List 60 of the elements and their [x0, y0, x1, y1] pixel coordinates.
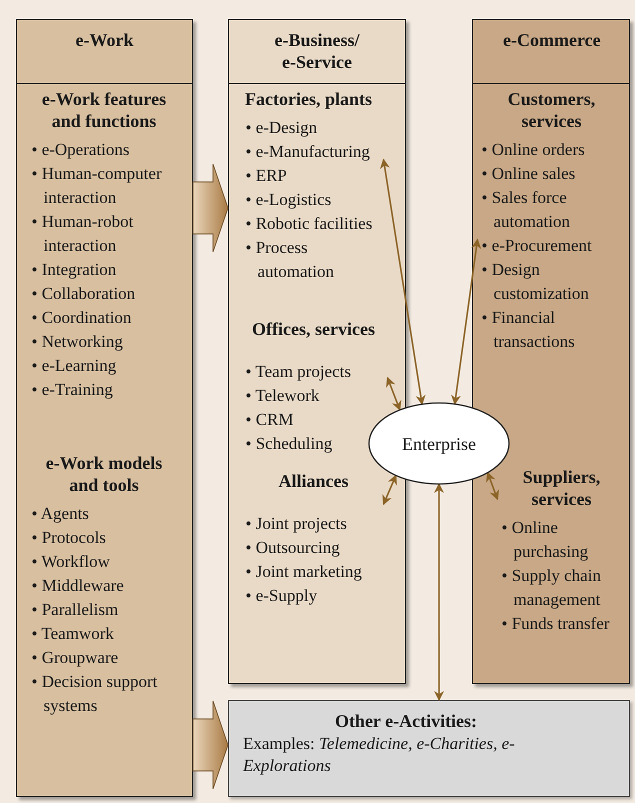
list-item: • Funds transfer [502, 612, 610, 634]
list-item: • ERP [246, 164, 288, 186]
list-item: • Design customization [482, 258, 590, 304]
node-label: Enterprise [401, 432, 477, 454]
list-item: • Scheduling [246, 432, 334, 455]
list-item: • Integration [32, 258, 118, 281]
column-header: e-Commerce [473, 20, 629, 84]
info-box [228, 700, 630, 797]
list-item: • e-Manufacturing [246, 140, 371, 163]
list-item: • Outsourcing [246, 536, 341, 559]
list-item: • Human-computer interaction [32, 162, 163, 208]
list-item: • Online sales [482, 162, 576, 184]
list-item: • Online orders [482, 138, 586, 160]
double-arrow [434, 483, 444, 701]
list-item: • e-Training [32, 378, 114, 401]
section-heading: e-Work models and tools [44, 452, 164, 496]
block-arrow [192, 164, 228, 252]
column-header: e-Work [17, 20, 192, 84]
section-heading: Alliances [278, 470, 350, 492]
section-heading: Offices, services [251, 318, 376, 340]
box-heading: Other e-Activities: [334, 710, 478, 733]
list-item: • Teamwork [32, 622, 115, 644]
column-header: e-Business/ e-Service [229, 20, 405, 84]
list-item: • Human-robot interaction [32, 210, 134, 256]
double-arrow [386, 376, 402, 411]
double-arrow [451, 238, 482, 406]
list-item: • Parallelism [32, 598, 120, 620]
list-item: • Financial transactions [482, 306, 576, 352]
list-item: • Coordination [32, 306, 132, 328]
list-item: • Joint marketing [246, 560, 363, 583]
list-item: • Protocols [32, 526, 107, 548]
list-item: • Middleware [32, 574, 125, 596]
list-item: • Collaboration [32, 282, 136, 304]
list-item: • Agents [32, 502, 90, 525]
section-heading: Factories, plants [244, 88, 373, 110]
example-text: Examples: Telemedicine, e-Charities, e-Explorations [243, 733, 516, 777]
list-item: • e-Procurement [482, 234, 593, 256]
block-arrow [192, 700, 228, 790]
list-item: • e-Operations [32, 138, 131, 161]
list-item: • Networking [32, 330, 124, 353]
list-item: • Joint projects [246, 512, 348, 535]
column-panel [16, 19, 193, 797]
double-arrow [380, 158, 426, 406]
list-item: • Team projects [246, 360, 352, 383]
list-item: • Decision support systems [32, 670, 158, 717]
list-item: • Robotic facilities [246, 212, 374, 234]
list-item: • Process automation [246, 236, 335, 282]
list-item: • e-Logistics [246, 188, 332, 211]
list-item: • Telework [246, 384, 320, 406]
section-heading: e-Work features and functions [40, 88, 168, 132]
double-arrow [486, 472, 500, 500]
list-item: • e-Design [246, 116, 318, 139]
double-arrow [382, 474, 397, 506]
section-heading: Customers, services [506, 88, 596, 132]
section-heading: Suppliers, services [522, 466, 602, 510]
list-item: • e-Learning [32, 354, 118, 377]
list-item: • CRM [246, 408, 294, 430]
list-item: • e-Supply [246, 584, 318, 607]
list-item: • Workflow [32, 550, 111, 572]
list-item: • Groupware [32, 646, 120, 669]
